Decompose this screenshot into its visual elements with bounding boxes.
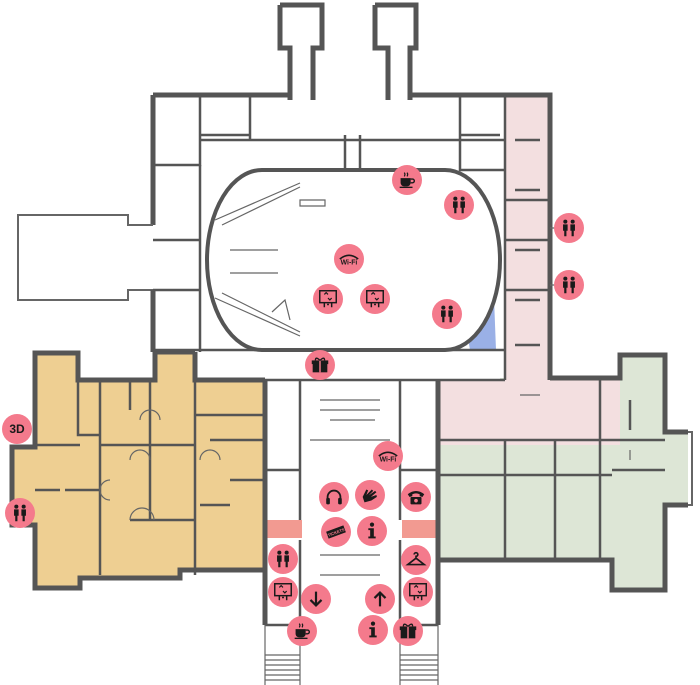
hanger-icon bbox=[405, 549, 427, 571]
poi-audio-guide[interactable] bbox=[319, 482, 349, 512]
svg-text:TICKETS: TICKETS bbox=[327, 527, 345, 538]
poi-wc-ramp[interactable] bbox=[432, 299, 462, 329]
poi-exit-down[interactable] bbox=[301, 584, 331, 614]
poi-gift-1[interactable] bbox=[305, 350, 335, 380]
poi-cafe-bottom[interactable] bbox=[287, 616, 317, 646]
poi-wifi-hall[interactable]: Wi-Fi bbox=[373, 441, 403, 471]
poi-elev-4[interactable] bbox=[403, 577, 433, 607]
ticket-icon: TICKETS bbox=[325, 521, 347, 543]
elevator-icon bbox=[317, 288, 339, 310]
restroom-icon bbox=[436, 303, 458, 325]
restroom-icon bbox=[558, 217, 580, 239]
poi-accessible[interactable] bbox=[355, 480, 385, 510]
poi-wc-west[interactable] bbox=[5, 498, 35, 528]
3d-icon: 3D bbox=[9, 422, 25, 436]
svg-text:Wi-Fi: Wi-Fi bbox=[341, 260, 358, 267]
elevator-icon bbox=[364, 288, 386, 310]
east-corridor-zone[interactable] bbox=[438, 95, 620, 445]
poi-info-1[interactable] bbox=[357, 516, 387, 546]
poi-wc-top[interactable] bbox=[444, 190, 474, 220]
phone-icon bbox=[405, 486, 427, 508]
gift-icon bbox=[309, 354, 331, 376]
poi-elev-2[interactable] bbox=[360, 284, 390, 314]
svg-text:Wi-Fi: Wi-Fi bbox=[380, 457, 397, 464]
poi-info-2[interactable] bbox=[358, 615, 388, 645]
poi-phone[interactable] bbox=[401, 482, 431, 512]
sign-language-icon bbox=[359, 484, 381, 506]
headphones-icon bbox=[323, 486, 345, 508]
elevator-icon bbox=[272, 581, 294, 603]
stair-red-right bbox=[402, 520, 436, 538]
coffee-icon bbox=[291, 620, 313, 642]
stair-red-left bbox=[266, 520, 302, 538]
poi-wifi-center[interactable]: Wi-Fi bbox=[334, 244, 364, 274]
poi-tickets[interactable]: TICKETS bbox=[321, 517, 351, 547]
poi-gift-2[interactable] bbox=[393, 616, 423, 646]
poi-elev-1[interactable] bbox=[313, 284, 343, 314]
poi-cloakroom[interactable] bbox=[401, 545, 431, 575]
info-icon bbox=[361, 520, 383, 542]
poi-wc-east-2[interactable] bbox=[554, 270, 584, 300]
wifi-icon: Wi-Fi bbox=[338, 248, 360, 270]
elevator-icon bbox=[407, 581, 429, 603]
restroom-icon bbox=[272, 548, 294, 570]
poi-cafe-top[interactable] bbox=[392, 165, 422, 195]
arrow-up-icon bbox=[369, 588, 391, 610]
arrow-down-icon bbox=[305, 588, 327, 610]
coffee-icon bbox=[396, 169, 418, 191]
restroom-icon bbox=[448, 194, 470, 216]
restroom-icon bbox=[558, 274, 580, 296]
info-icon bbox=[362, 619, 384, 641]
restroom-icon bbox=[9, 502, 31, 524]
poi-wc-east-1[interactable] bbox=[554, 213, 584, 243]
poi-3d-cinema[interactable]: 3D bbox=[2, 414, 32, 444]
poi-elev-3[interactable] bbox=[268, 577, 298, 607]
poi-entrance-up[interactable] bbox=[365, 584, 395, 614]
gift-icon bbox=[397, 620, 419, 642]
poi-wc-hall[interactable] bbox=[268, 544, 298, 574]
wifi-icon: Wi-Fi bbox=[377, 445, 399, 467]
west-wing-zone[interactable] bbox=[12, 352, 265, 588]
